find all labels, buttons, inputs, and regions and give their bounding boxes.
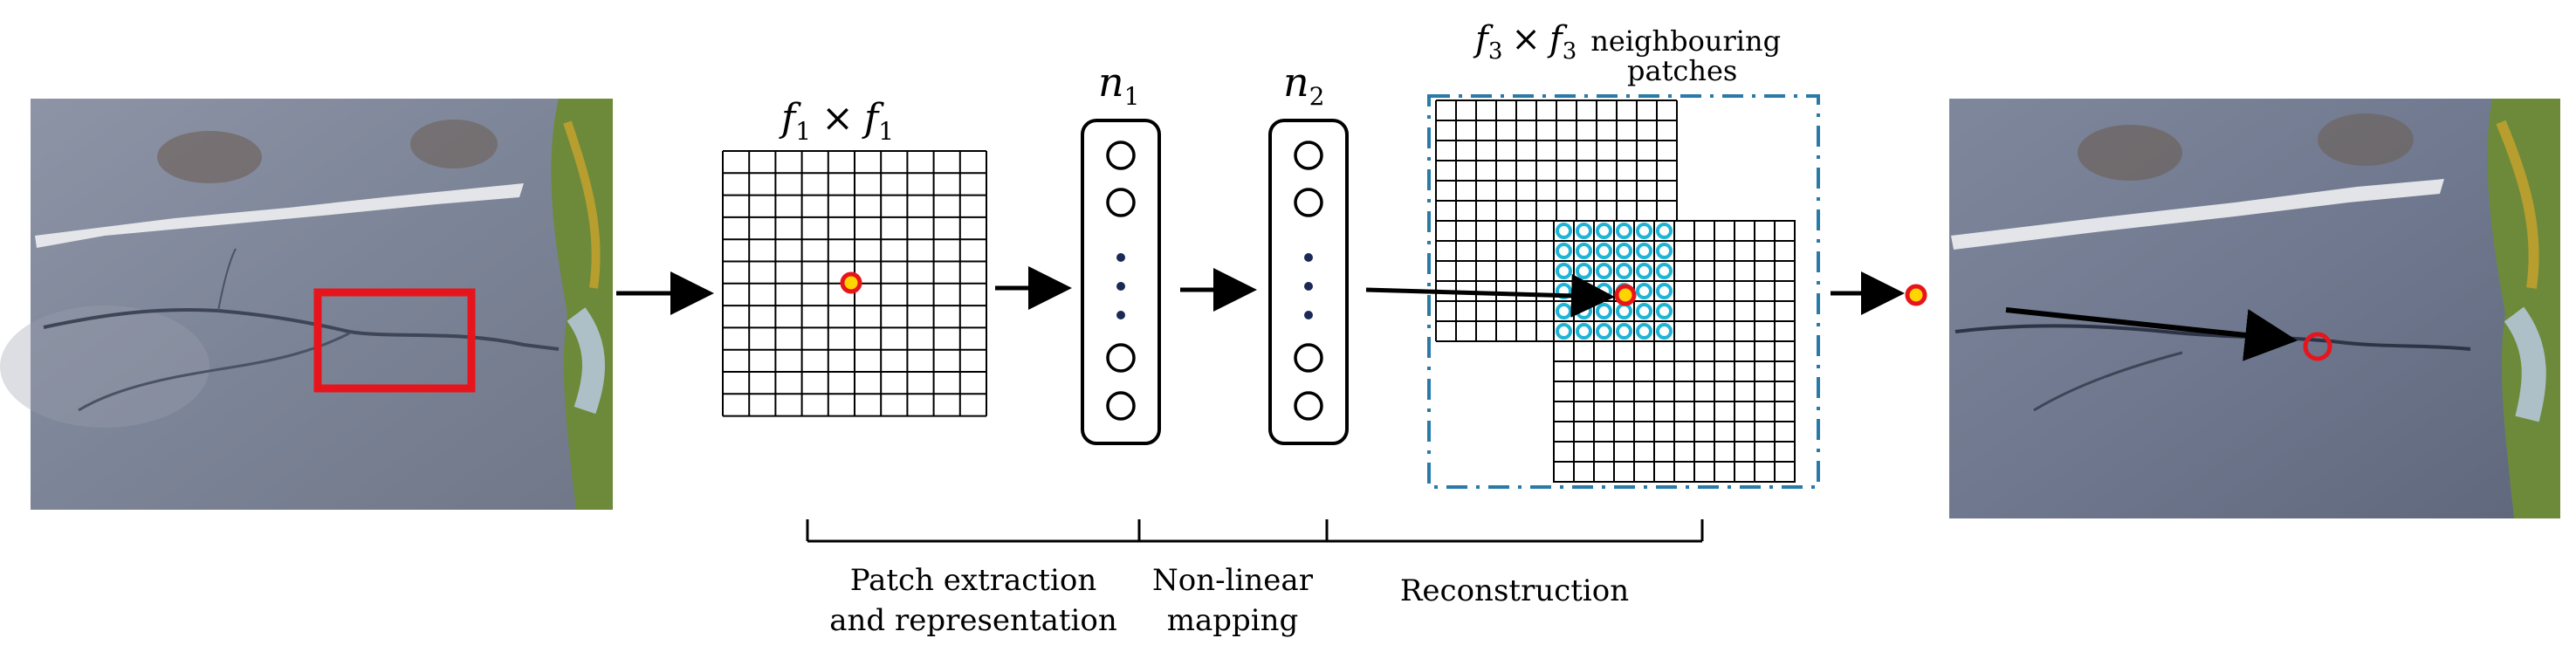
stage-label-reconstruction: Reconstruction [1400, 573, 1629, 608]
stage-braces [806, 519, 1704, 543]
center-pixel-marker [1614, 284, 1637, 306]
arrow-right-icon [1365, 273, 1615, 318]
n2-label: n2 [1283, 58, 1324, 111]
svg-text:Non-linear: Non-linear [1152, 563, 1314, 598]
f1-patch-grid [722, 150, 987, 417]
n2-neuron-column [1268, 119, 1349, 445]
svg-text:Reconstruction: Reconstruction [1400, 573, 1629, 608]
svg-text:and representation: and representation [829, 603, 1117, 638]
center-pixel-marker [840, 271, 862, 294]
svg-text:mapping: mapping [1167, 603, 1299, 638]
input-road-image [0, 99, 613, 510]
stage-label-non-linear-mapping: Non-linear mapping [1152, 563, 1314, 638]
svg-text:Patch extraction: Patch extraction [850, 563, 1096, 598]
n1-neuron-column [1081, 119, 1161, 445]
f1-label: f1×f1 [779, 96, 894, 146]
n1-label: n1 [1098, 58, 1139, 111]
output-pixel-marker [1905, 284, 1927, 306]
stage-label-patch-extraction: Patch extraction and representation [829, 563, 1117, 638]
reconstruction-patches [1427, 94, 1820, 489]
patches-label: patches [1627, 54, 1737, 87]
dashed-frame [1427, 94, 1820, 489]
output-road-image [1949, 99, 2560, 518]
